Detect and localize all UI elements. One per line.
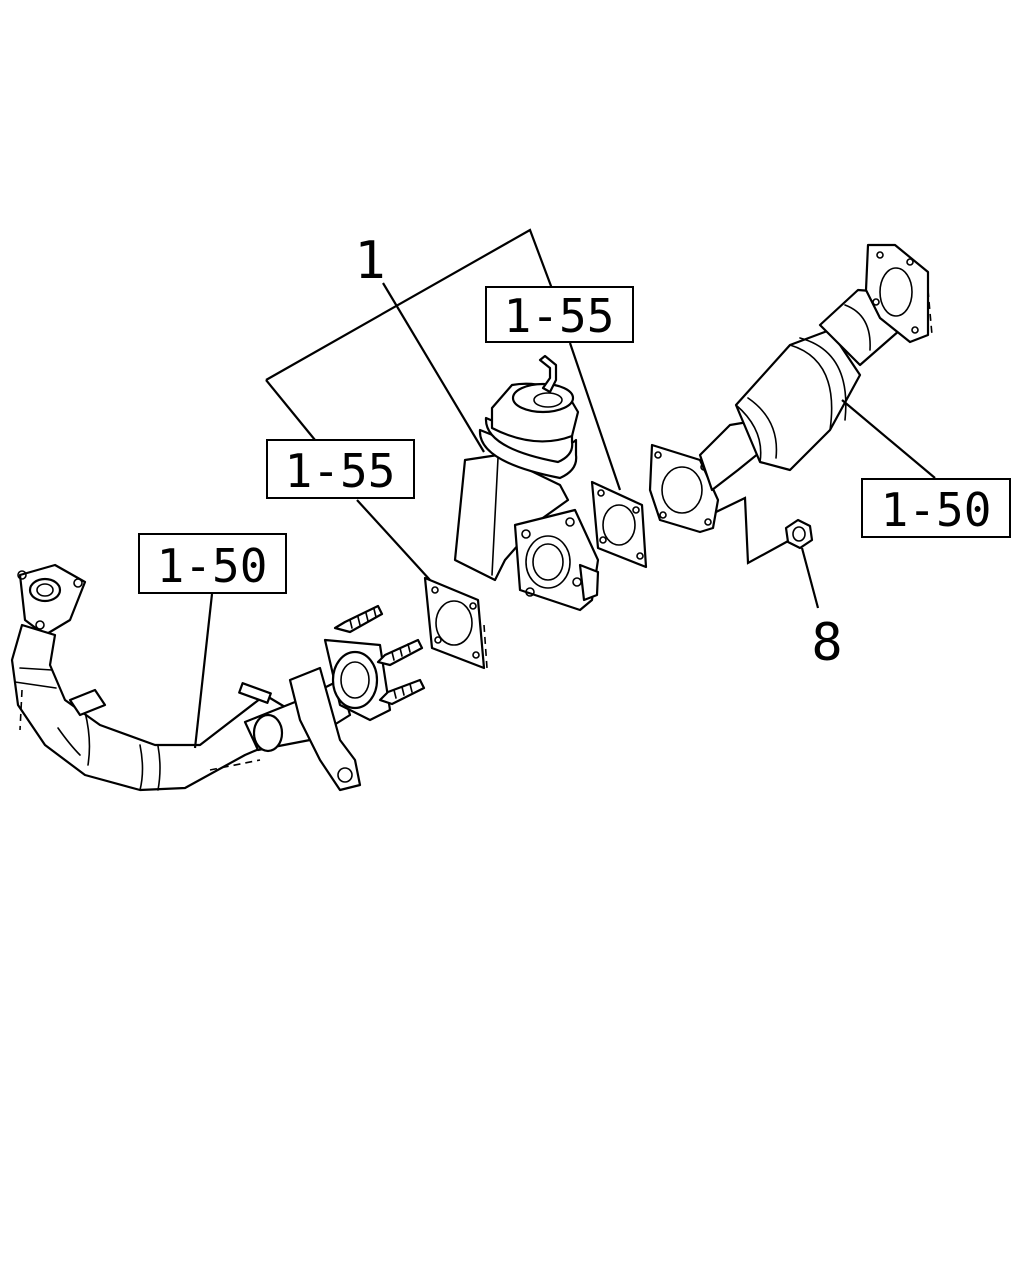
- rear-exhaust-pipe: [648, 243, 933, 534]
- pipe-flange-assembly: [238, 604, 426, 792]
- callout-ref-top-center-label: 1-55: [504, 289, 615, 343]
- front-exhaust-pipe: [10, 563, 292, 792]
- part-number-1: 1: [354, 231, 385, 291]
- callout-ref-top-center: 1-55: [485, 286, 634, 343]
- callout-ref-left-label: 1-50: [157, 539, 268, 593]
- callout-ref-left-center: 1-55: [266, 439, 415, 499]
- leader-ref-left: [193, 593, 214, 749]
- callout-ref-left: 1-50: [138, 533, 287, 594]
- callout-ref-right: 1-50: [861, 478, 1011, 538]
- part-number-8: 8: [811, 613, 842, 673]
- exhaust-brake-valve: [453, 354, 600, 612]
- leader-ref-left-center: [356, 499, 431, 581]
- gasket-left: [423, 576, 488, 670]
- leader-part-8: [800, 547, 820, 609]
- callout-ref-right-label: 1-50: [881, 483, 992, 537]
- callout-ref-left-center-label: 1-55: [285, 444, 396, 498]
- gasket-center: [590, 480, 648, 569]
- leader-ref-right: [841, 399, 936, 479]
- nut: [715, 496, 814, 565]
- leader-ref-top-center: [568, 342, 622, 491]
